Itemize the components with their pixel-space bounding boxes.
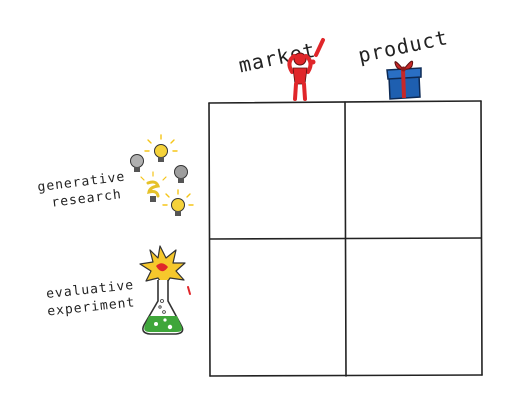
quadrant-grid (208, 100, 483, 377)
column-label-product: product (356, 25, 450, 67)
person-icon (287, 52, 313, 101)
quadrant-generative-product (348, 106, 479, 236)
quadrant-evaluative-market (212, 241, 343, 374)
quadrant-evaluative-product (348, 241, 479, 373)
gift-box-icon (386, 60, 422, 100)
exploding-flask-icon (139, 245, 191, 335)
light-bulbs-icon (130, 134, 194, 216)
quadrant-generative-market (212, 106, 343, 237)
